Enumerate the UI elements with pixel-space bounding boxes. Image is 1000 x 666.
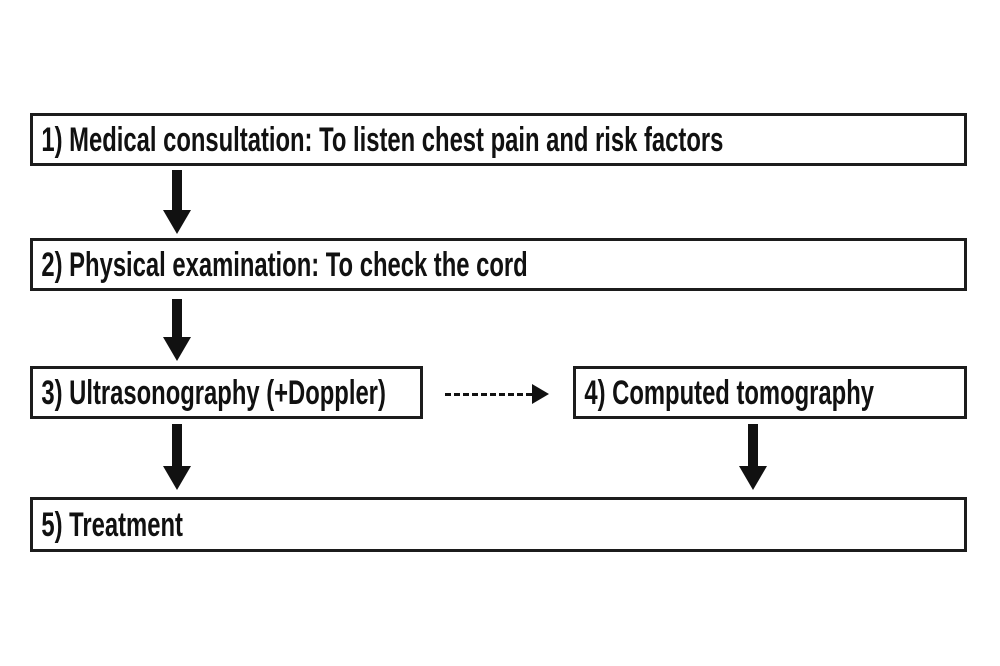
step-label: 2) Physical examination: To check the co…: [41, 245, 528, 284]
step-label: 3) Ultrasonography (+Doppler): [41, 373, 386, 412]
arrow-shaft: [172, 170, 182, 210]
step-label: 4) Computed tomography: [584, 373, 874, 412]
dashed-line: [445, 392, 532, 396]
step-box-computed-tomography: 4) Computed tomography: [573, 366, 967, 419]
arrow-head-icon: [163, 210, 191, 234]
arrow-down-step3-to-step5: [163, 424, 191, 490]
arrow-shaft: [172, 299, 182, 337]
arrow-dashed-step3-to-step4: [445, 383, 549, 405]
arrow-down-step2-to-step3: [163, 299, 191, 361]
arrow-shaft: [748, 424, 758, 466]
arrow-down-step1-to-step2: [163, 170, 191, 234]
step-box-ultrasonography: 3) Ultrasonography (+Doppler): [30, 366, 423, 419]
arrow-head-icon: [163, 337, 191, 361]
step-label: 5) Treatment: [41, 505, 183, 544]
arrow-head-icon: [532, 384, 549, 404]
arrow-head-icon: [739, 466, 767, 490]
step-box-medical-consultation: 1) Medical consultation: To listen chest…: [30, 113, 967, 166]
step-box-treatment: 5) Treatment: [30, 497, 967, 552]
step-box-physical-examination: 2) Physical examination: To check the co…: [30, 238, 967, 291]
arrow-shaft: [172, 424, 182, 466]
arrow-down-step4-to-step5: [739, 424, 767, 490]
step-label: 1) Medical consultation: To listen chest…: [41, 120, 724, 159]
arrow-head-icon: [163, 466, 191, 490]
